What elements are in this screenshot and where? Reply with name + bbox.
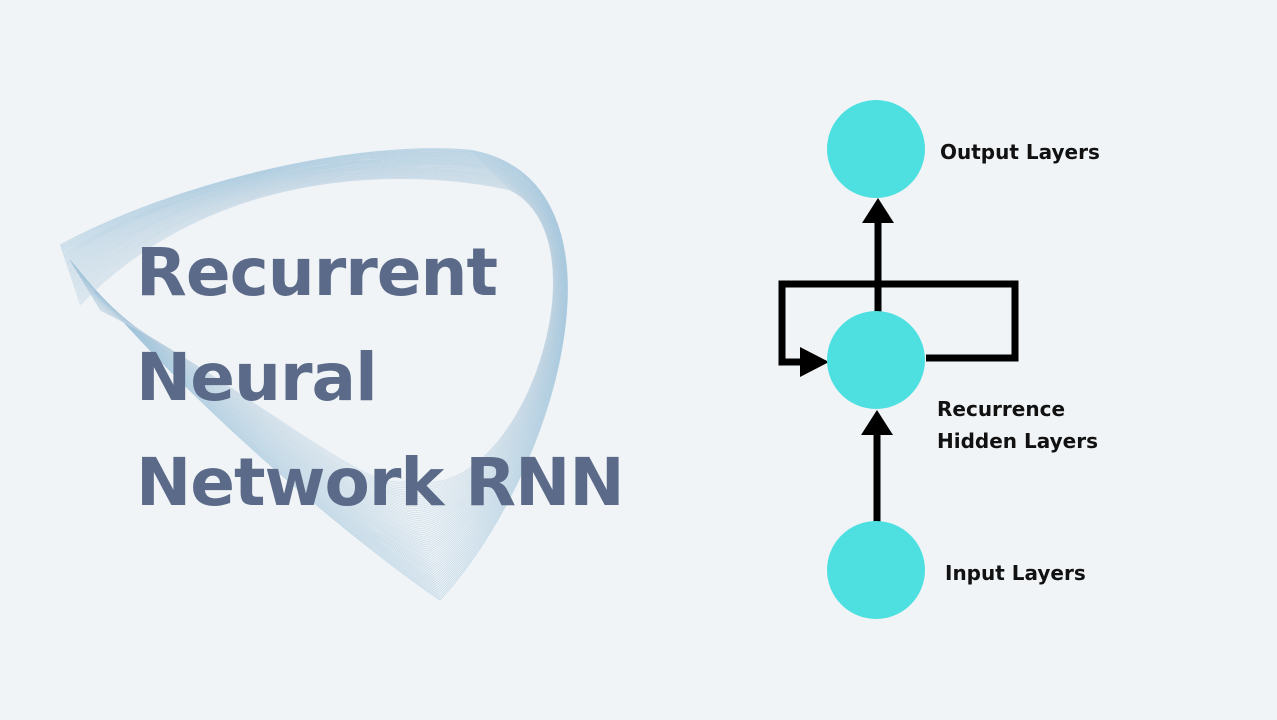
page-title: Recurrent Neural Network RNN [136,220,625,535]
recurrence-loop-edge [778,280,1019,366]
output-layer-label: Output Layers [940,140,1100,164]
recurrence-arrowhead [800,347,829,377]
input-layer-node [827,521,925,619]
output-layer-node [827,100,925,198]
wave-line [79,178,554,483]
input-layer-label: Input Layers [945,561,1086,585]
hidden-layer-label-line-1: Recurrence [937,397,1065,421]
title-line-1: Recurrent [136,234,498,311]
hidden-layer-node [827,311,925,409]
hidden-layer-label-line-2: Hidden Layers [937,429,1098,453]
output-arrowhead [862,198,894,223]
hidden-arrowhead [861,410,893,435]
title-line-3: Network RNN [136,444,625,521]
title-line-2: Neural [136,339,378,416]
